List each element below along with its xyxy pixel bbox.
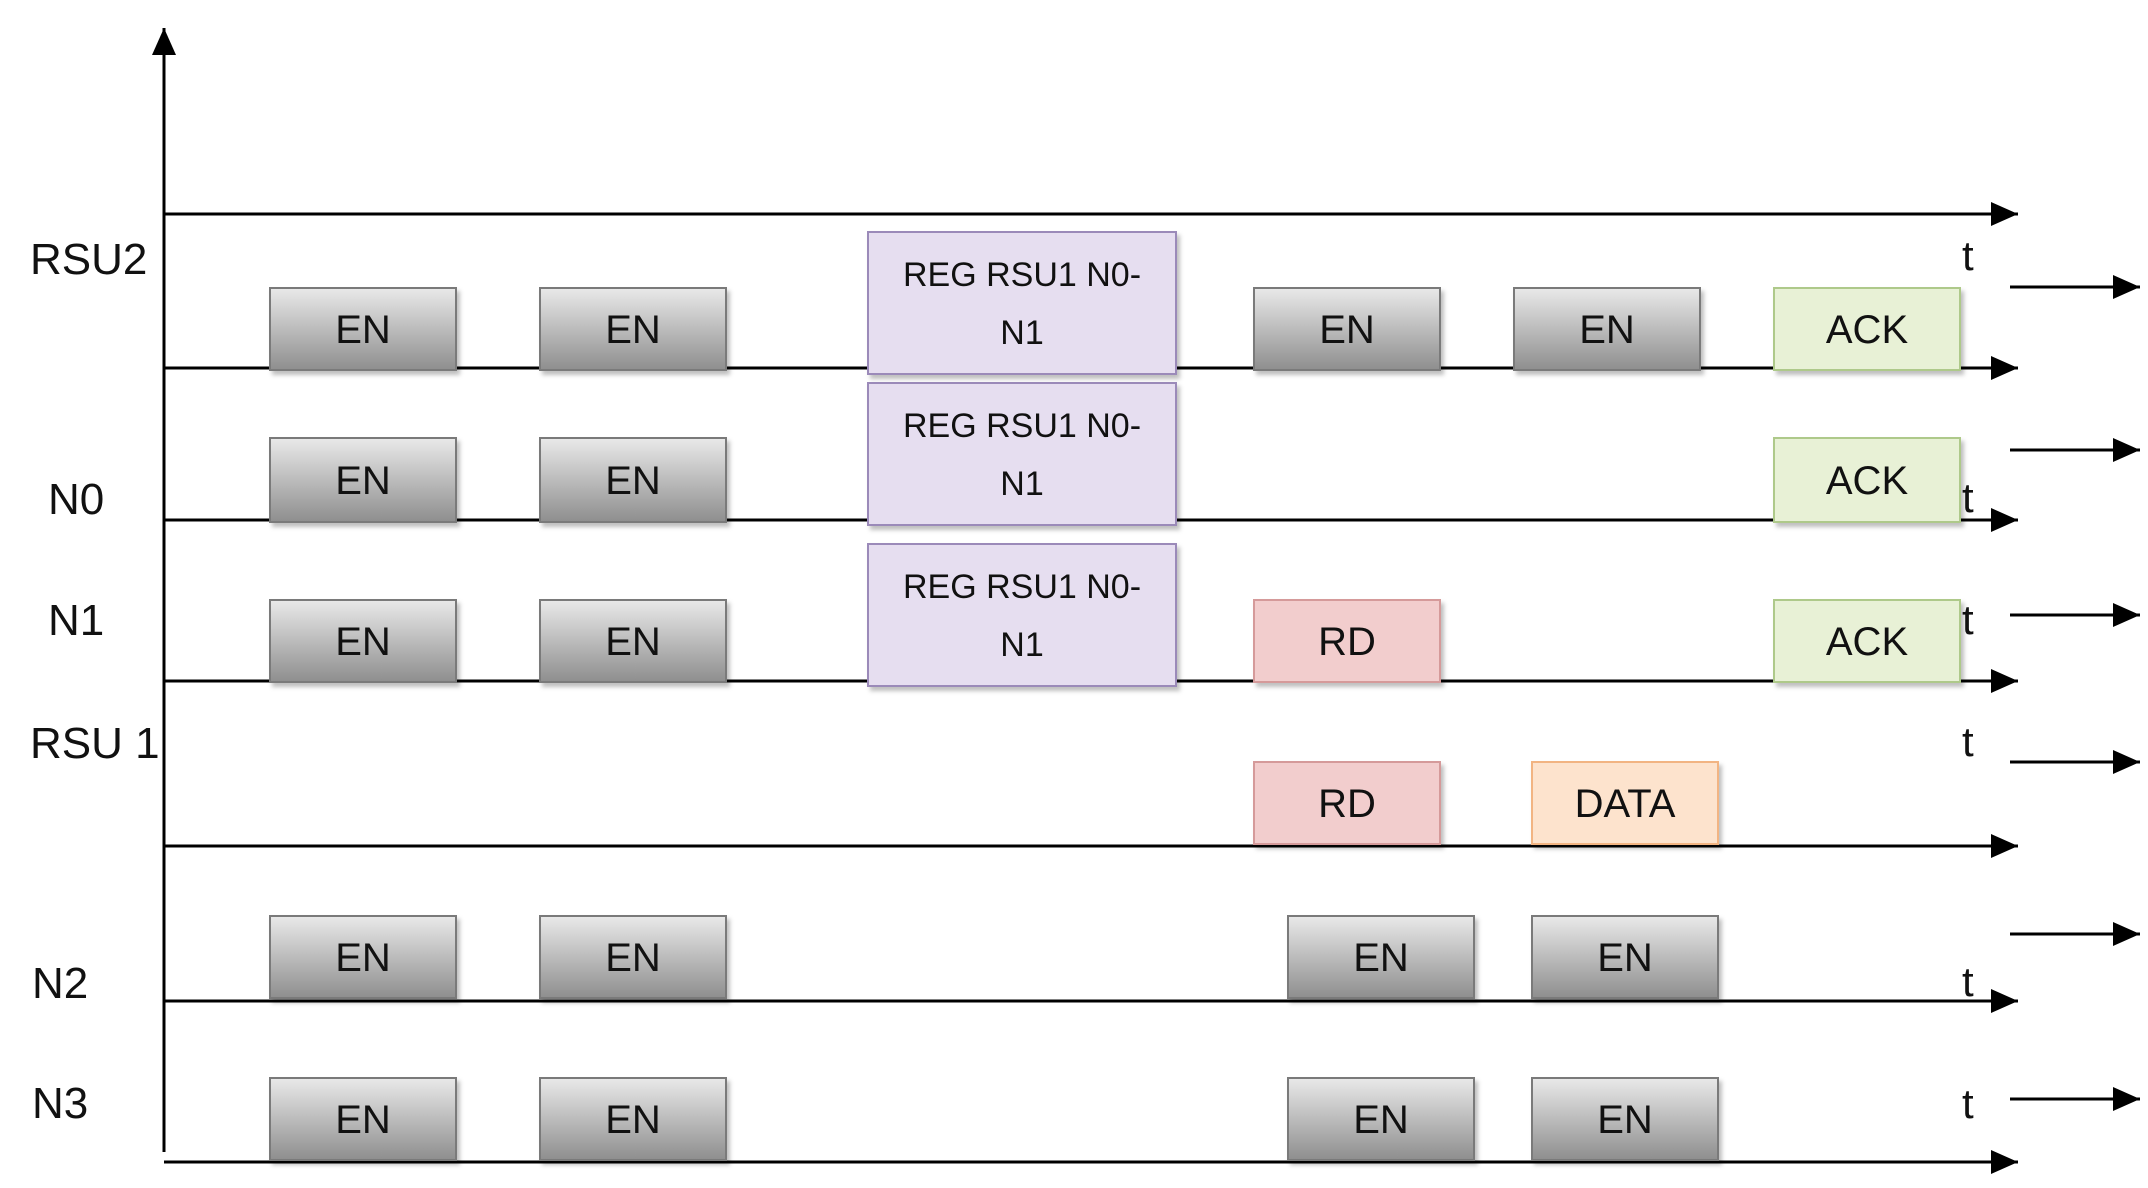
n0-box-ack-3: ACK [1773,437,1961,523]
box-shape [1531,1077,1719,1161]
box-shape [1287,1077,1475,1161]
time-label: t [1962,1080,1974,1127]
box-label: EN [605,1098,661,1142]
box-label: DATA [1575,782,1676,826]
rsu2-box-en-0: EN [269,287,457,371]
box-label: EN [605,936,661,980]
n3-box-en-0: EN [269,1077,457,1161]
box-label: EN [335,308,391,352]
box-shape [1531,915,1719,999]
rsu2-box-reg-2: REG RSU1 N0- N1 [867,231,1177,375]
box-label: N1 [1000,314,1043,352]
n3-box-en-2: EN [1287,1077,1475,1161]
box-shape [269,599,457,683]
lane-label-rsu1: RSU 1 [30,719,160,768]
time-label: t [1962,958,1974,1005]
box-label: EN [605,459,661,503]
box-label: EN [335,620,391,664]
lane-label-n1: N1 [48,596,104,645]
rsu1-box-data-1: DATA [1531,761,1719,845]
rsu1-box-rd-0: RD [1253,761,1441,845]
box-label: EN [1597,1098,1653,1142]
rsu2-box-ack-5: ACK [1773,287,1961,371]
box-label: RD [1318,782,1376,826]
box-label: EN [1597,936,1653,980]
box-shape [1773,599,1961,683]
lane-label-rsu2: RSU2 [30,235,147,284]
n1-box-en-1: EN [539,599,727,683]
box-shape [867,543,1177,687]
box-shape [539,599,727,683]
box-label: EN [605,620,661,664]
box-label: EN [335,459,391,503]
n1-box-reg-2: REG RSU1 N0- N1 [867,543,1177,687]
lane-label-n0: N0 [48,475,104,524]
box-label: REG RSU1 N0- [903,256,1141,294]
box-label: N1 [1000,465,1043,503]
box-shape [269,437,457,523]
box-shape [1253,287,1441,371]
box-label: EN [1579,308,1635,352]
box-shape [539,437,727,523]
n2-box-en-2: EN [1287,915,1475,999]
box-shape [1773,287,1961,371]
box-label: EN [605,308,661,352]
rsu2-box-en-1: EN [539,287,727,371]
box-shape [1531,761,1719,845]
n1-box-rd-3: RD [1253,599,1441,683]
box-shape [539,1077,727,1161]
box-label: EN [335,1098,391,1142]
box-shape [269,915,457,999]
box-shape [539,287,727,371]
box-label: ACK [1826,308,1909,352]
box-label: EN [1319,308,1375,352]
box-shape [539,915,727,999]
box-shape [1253,761,1441,845]
n1-box-ack-4: ACK [1773,599,1961,683]
box-shape [1773,437,1961,523]
time-label: t [1962,596,1974,643]
box-label: EN [335,936,391,980]
n0-box-reg-2: REG RSU1 N0- N1 [867,382,1177,526]
box-label: EN [1353,1098,1409,1142]
box-shape [1287,915,1475,999]
box-shape [867,382,1177,526]
n3-box-en-3: EN [1531,1077,1719,1161]
box-label: REG RSU1 N0- [903,568,1141,606]
n0-box-en-0: EN [269,437,457,523]
box-shape [1513,287,1701,371]
time-label: t [1962,474,1974,521]
rsu2-box-en-3: EN [1253,287,1441,371]
time-label: t [1962,718,1974,765]
n2-box-en-0: EN [269,915,457,999]
box-shape [269,287,457,371]
n0-box-en-1: EN [539,437,727,523]
box-label: REG RSU1 N0- [903,407,1141,445]
rsu2-box-en-4: EN [1513,287,1701,371]
lane-label-n2: N2 [32,959,88,1008]
box-shape [867,231,1177,375]
n2-box-en-1: EN [539,915,727,999]
box-shape [269,1077,457,1161]
box-shape [1253,599,1441,683]
box-label: ACK [1826,620,1909,664]
box-label: RD [1318,620,1376,664]
n1-box-en-0: EN [269,599,457,683]
time-label: t [1962,232,1974,279]
lane-label-n3: N3 [32,1079,88,1128]
box-label: EN [1353,936,1409,980]
box-label: ACK [1826,459,1909,503]
n2-box-en-3: EN [1531,915,1719,999]
box-label: N1 [1000,626,1043,664]
n3-box-en-1: EN [539,1077,727,1161]
